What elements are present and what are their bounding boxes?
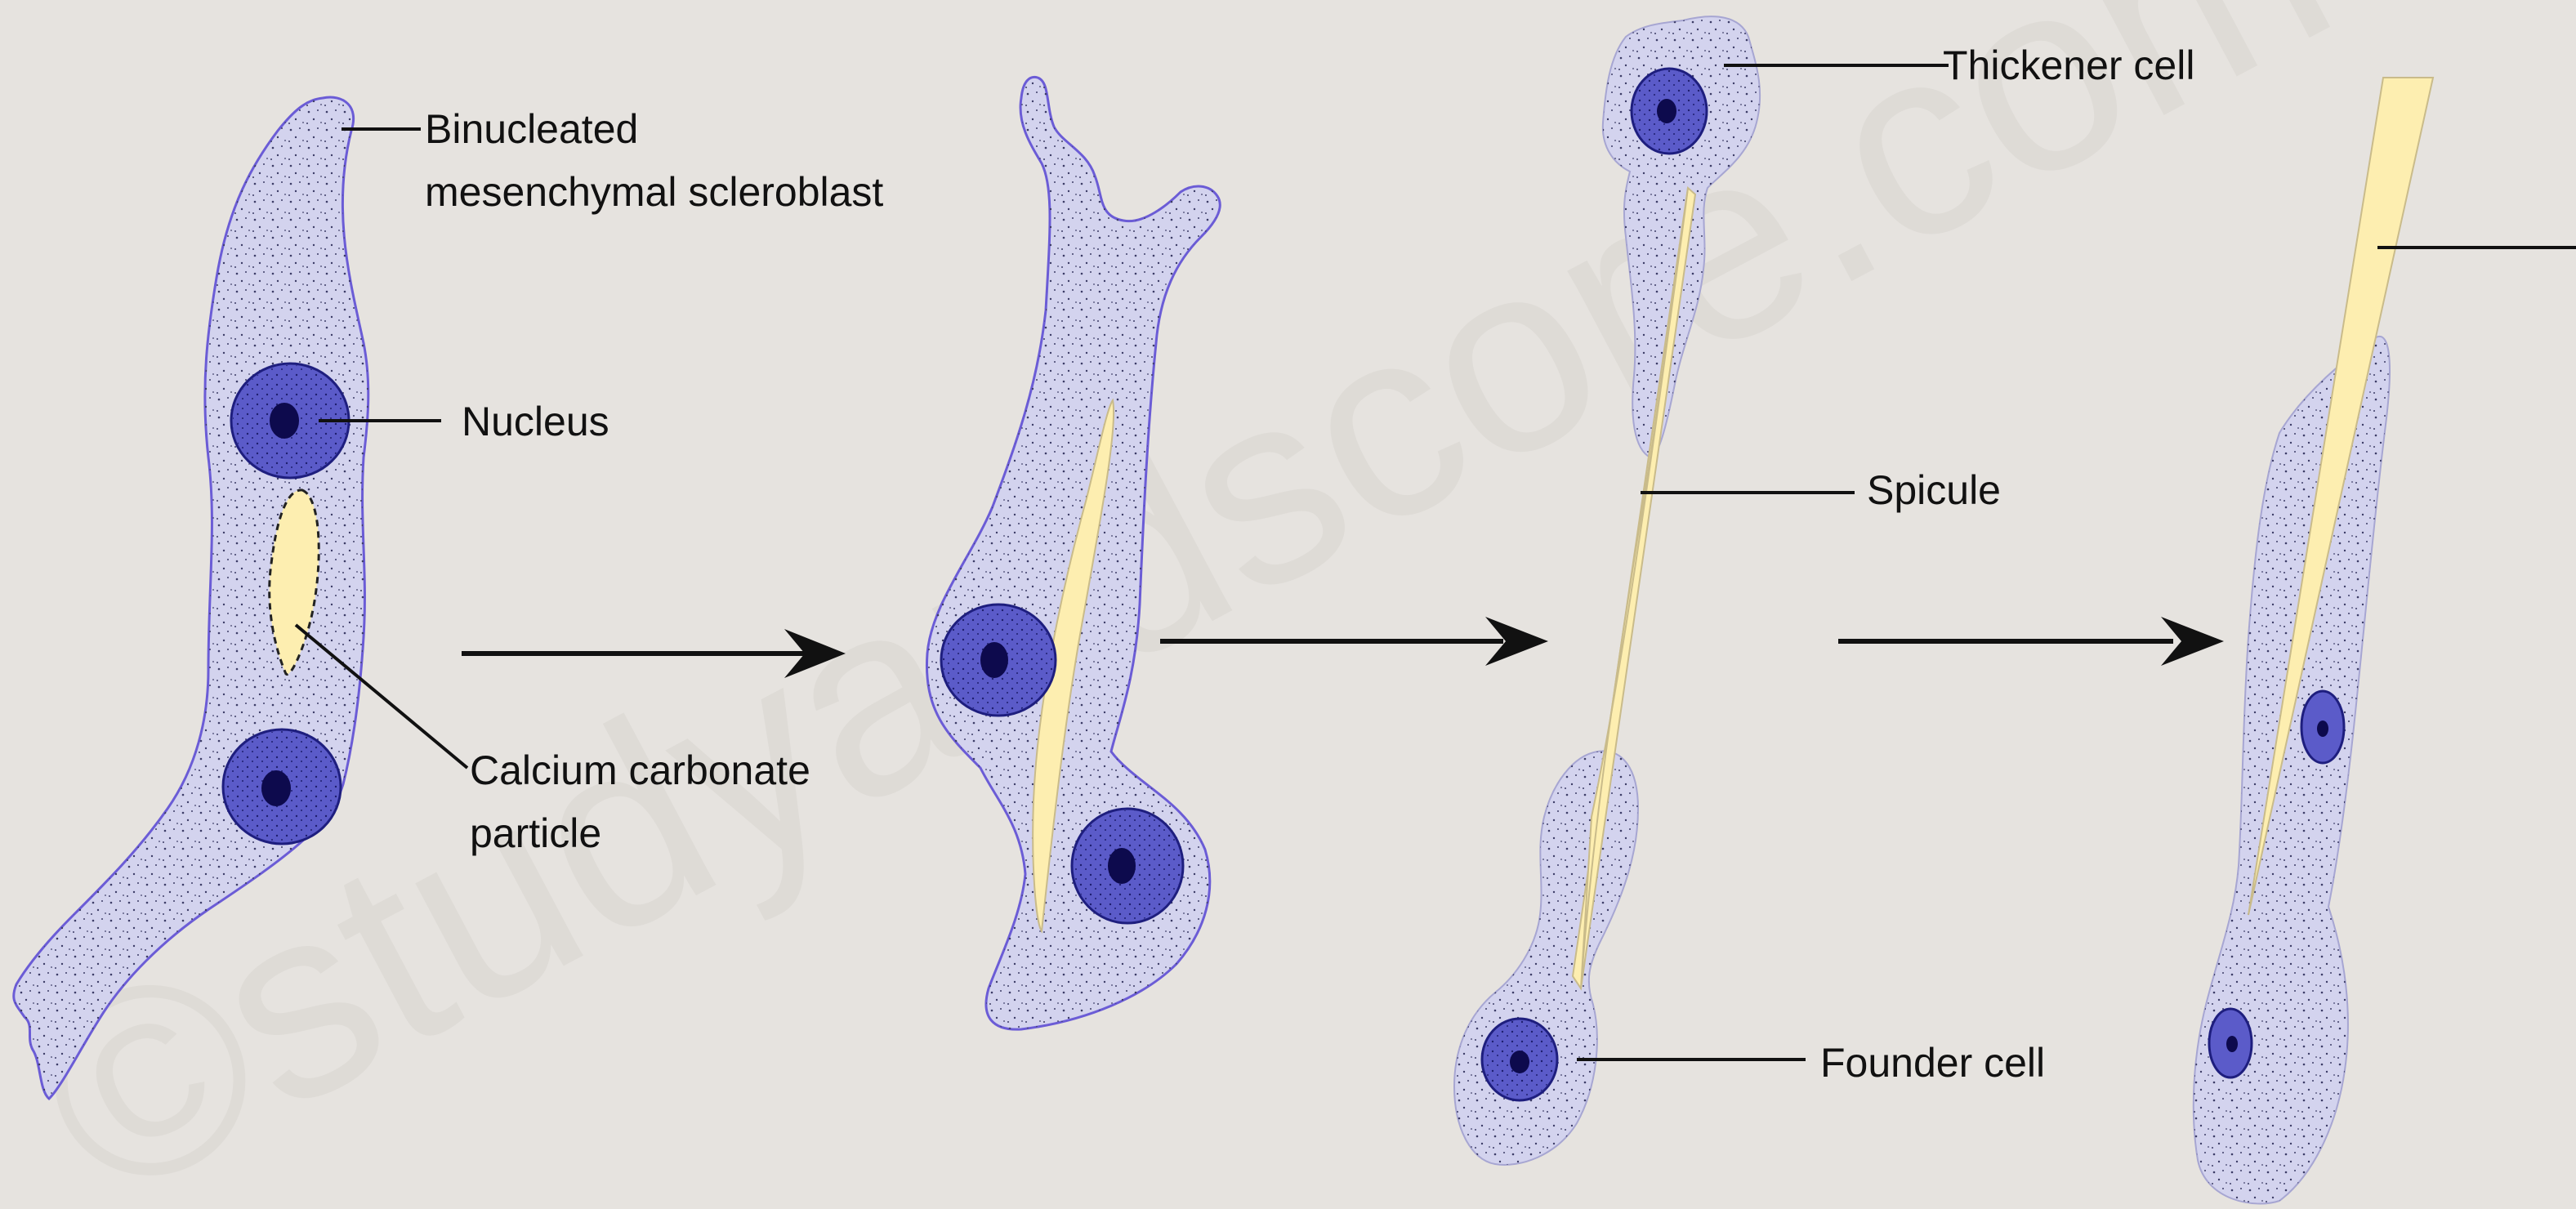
label-nucleus: Nucleus [462,399,609,444]
arrow-stage-3-to-4 [1838,617,2224,666]
label-particle-line1: Calcium carbonate [470,747,810,793]
label-particle-line2: particle [470,810,601,856]
label-spicule: Spicule [1867,467,2001,513]
label-thickener: Thickener cell [1943,42,2194,88]
label-scleroblast-line2: mesenchymal scleroblast [425,169,883,215]
label-founder: Founder cell [1820,1040,2045,1086]
label-scleroblast-line1: Binucleated [425,106,638,152]
